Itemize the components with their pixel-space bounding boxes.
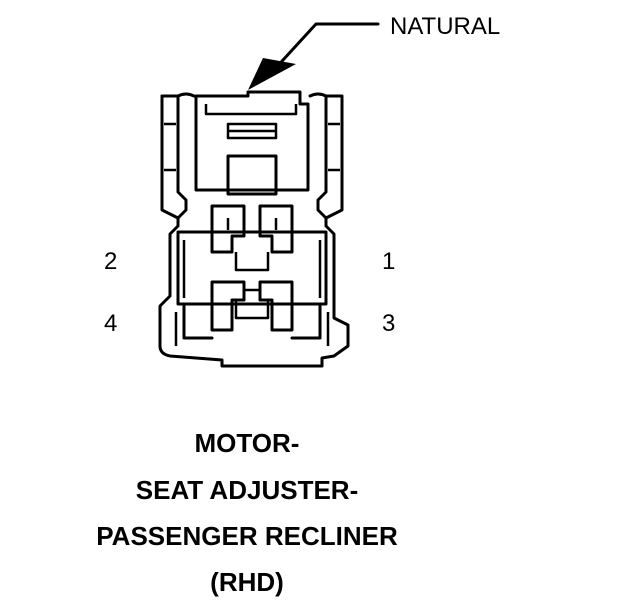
callout-label: NATURAL: [390, 13, 500, 40]
terminal-row-lower: [210, 280, 294, 332]
lock-ridge: [204, 104, 298, 116]
callout-leader-line: [270, 22, 380, 74]
title-line-1: MOTOR-: [195, 428, 300, 458]
lock-window: [226, 154, 278, 196]
terminal-1: [258, 204, 294, 254]
terminal-2: [210, 204, 246, 254]
terminal-bridge-lower: [234, 300, 270, 320]
pin-label-4: 4: [104, 310, 117, 337]
lock-body: [194, 90, 310, 192]
pin-label-1: 1: [382, 248, 395, 275]
left-rail-cap: [176, 92, 196, 98]
pin-labels: 2 1 4 3: [104, 248, 395, 337]
color-callout: NATURAL: [248, 13, 500, 90]
terminal-3: [258, 280, 294, 332]
title-line-3: PASSENGER RECLINER: [96, 521, 398, 551]
lower-ledge-walls: [174, 312, 330, 346]
connector-housing: [158, 94, 350, 368]
right-rail-cap: [308, 92, 328, 98]
diagram-title: MOTOR- SEAT ADJUSTER- PASSENGER RECLINER…: [96, 428, 398, 597]
terminal-4: [210, 280, 246, 332]
lower-ledge: [182, 302, 322, 340]
pin-label-2: 2: [104, 248, 117, 275]
callout-arrowhead: [248, 58, 296, 90]
title-line-4: (RHD): [210, 567, 284, 597]
terminal-cavity: [176, 230, 328, 306]
left-latch-rail: [160, 94, 180, 220]
pin-label-3: 3: [382, 310, 395, 337]
terminal-row-upper: [210, 204, 294, 272]
terminal-bridge-upper: [234, 252, 270, 272]
connector-face: [158, 90, 350, 368]
title-line-2: SEAT ADJUSTER-: [136, 475, 358, 505]
